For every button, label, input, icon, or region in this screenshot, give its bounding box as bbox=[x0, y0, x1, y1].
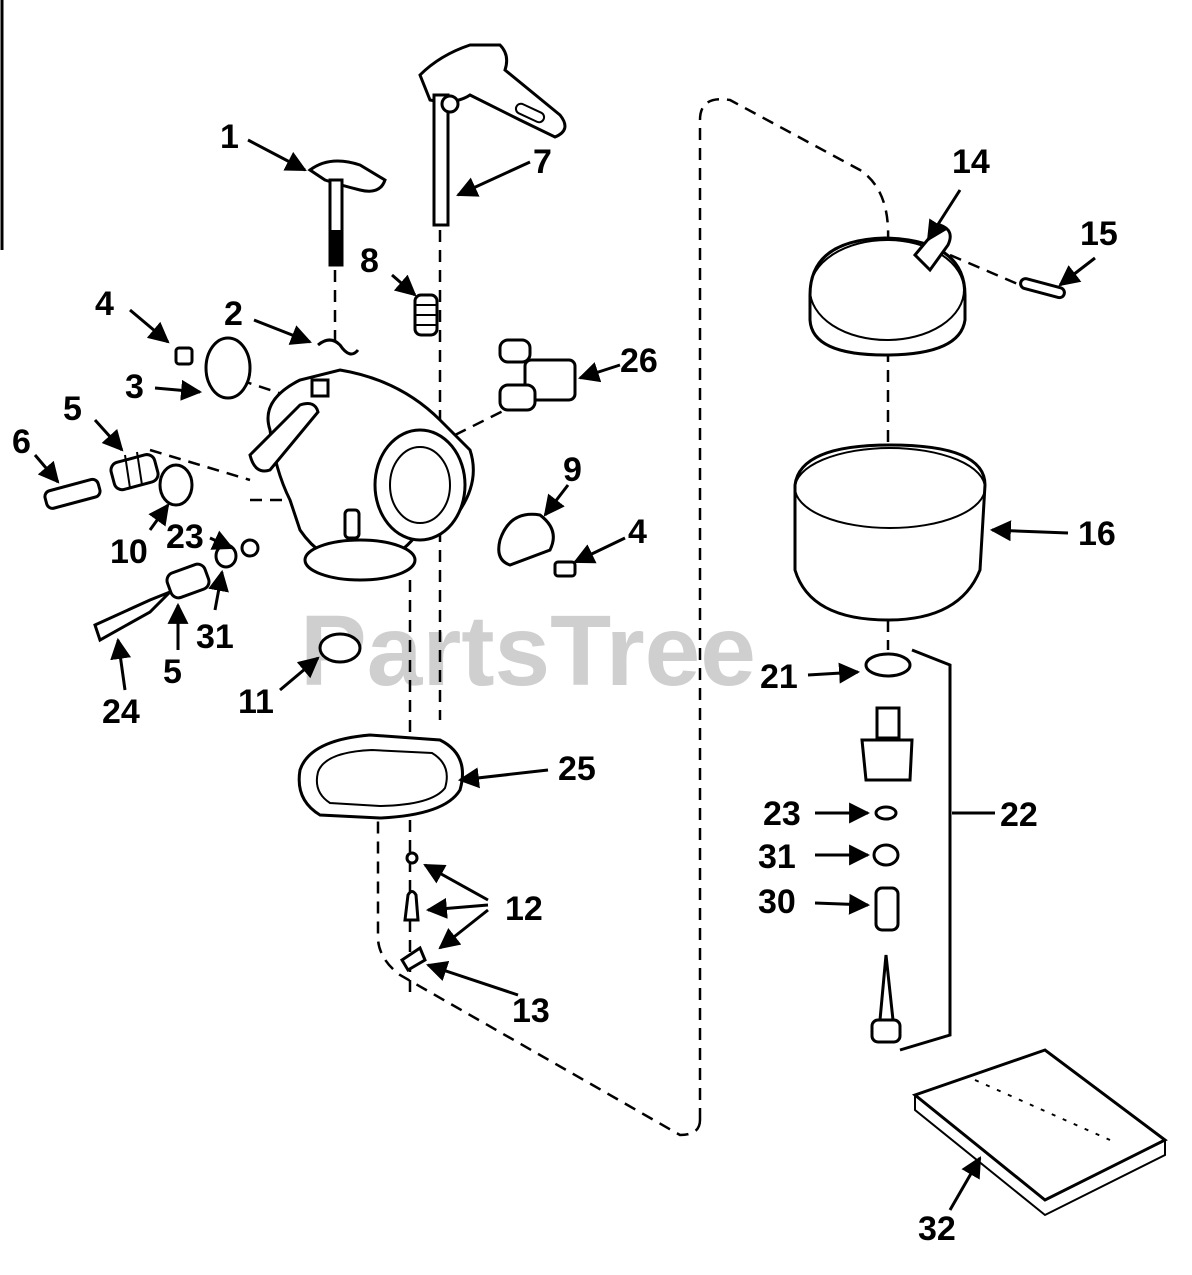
part-12-pin bbox=[405, 851, 419, 865]
callout-22: 22 bbox=[1000, 796, 1038, 834]
callout-23-right: 23 bbox=[763, 795, 801, 833]
callout-10: 10 bbox=[110, 533, 148, 571]
manual-32-part bbox=[911, 1048, 1168, 1217]
callout-23-left: 23 bbox=[166, 518, 204, 556]
spring-2-part bbox=[317, 338, 360, 356]
callout-8: 8 bbox=[360, 242, 379, 280]
callout-11: 11 bbox=[238, 683, 274, 721]
choke-shaft-part bbox=[307, 159, 387, 267]
callout-12: 12 bbox=[505, 890, 543, 928]
callout-25: 25 bbox=[558, 750, 596, 788]
callout-21: 21 bbox=[760, 658, 798, 696]
bracket-22 bbox=[899, 648, 952, 1052]
float-pin-15-part bbox=[1019, 277, 1066, 300]
callout-7: 7 bbox=[533, 143, 552, 181]
callout-31-left: 31 bbox=[196, 618, 234, 656]
part-12-spring bbox=[403, 890, 420, 922]
screw-6-part bbox=[43, 477, 102, 510]
callout-9: 9 bbox=[563, 451, 582, 489]
callout-32: 32 bbox=[918, 1210, 956, 1248]
gasket-11-part bbox=[318, 632, 362, 664]
choke-plate-part bbox=[204, 336, 252, 400]
callout-5-upper: 5 bbox=[63, 390, 82, 428]
callout-31-right: 31 bbox=[758, 838, 796, 876]
bowl-gasket-25-part bbox=[297, 733, 464, 820]
washer-21-part bbox=[864, 652, 912, 678]
spring-8-part bbox=[413, 293, 439, 337]
needle-24-part bbox=[93, 590, 172, 643]
float-14-part bbox=[808, 223, 967, 357]
assembly-dashed-outline bbox=[376, 97, 890, 1137]
callout-1: 1 bbox=[220, 118, 239, 156]
throttle-plate-9-part bbox=[497, 512, 555, 567]
screw-4-upper-part bbox=[174, 346, 194, 366]
spring-5-upper-part bbox=[109, 451, 160, 492]
callout-5-lower: 5 bbox=[163, 653, 182, 691]
washer-31-left-part bbox=[214, 543, 238, 569]
welch-plug-10-part bbox=[158, 463, 194, 507]
callout-24: 24 bbox=[102, 693, 140, 731]
callout-30: 30 bbox=[758, 883, 796, 921]
adjusting-assembly-22-part bbox=[860, 706, 914, 1044]
callout-3: 3 bbox=[125, 368, 144, 406]
callout-26: 26 bbox=[620, 342, 658, 380]
callout-labels: 1 2 3 4 5 6 10 23 31 5 24 11 7 8 26 9 4 … bbox=[12, 118, 1118, 1248]
spring-5-lower-part bbox=[165, 562, 211, 600]
callout-4-upper: 4 bbox=[95, 285, 114, 323]
watermark-text: PartsTree bbox=[300, 595, 756, 707]
callout-16: 16 bbox=[1078, 515, 1116, 553]
throttle-shaft-part bbox=[418, 43, 567, 227]
screw-4-lower-part bbox=[553, 560, 577, 578]
callout-13: 13 bbox=[512, 992, 550, 1030]
float-bowl-16-part bbox=[793, 443, 987, 622]
callout-14: 14 bbox=[952, 143, 990, 181]
leader-arrows bbox=[33, 138, 1096, 1211]
part-13-clip bbox=[399, 945, 427, 973]
callout-2: 2 bbox=[224, 295, 243, 333]
fuel-fitting-26-part bbox=[498, 338, 577, 412]
callout-15: 15 bbox=[1080, 215, 1118, 253]
carburetor-body-part bbox=[248, 368, 475, 582]
o-ring-23-left-part bbox=[240, 538, 260, 558]
callout-6: 6 bbox=[12, 423, 31, 461]
callout-4-lower: 4 bbox=[628, 513, 647, 551]
